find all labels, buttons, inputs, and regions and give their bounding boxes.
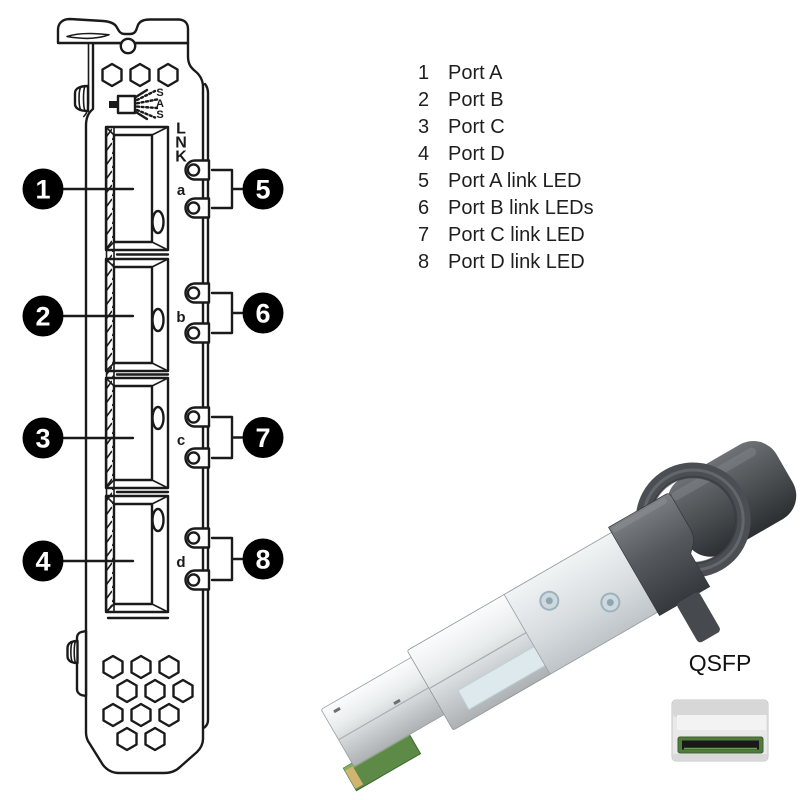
- legend-num: 7: [418, 224, 430, 246]
- sas-icon-horn: [133, 88, 149, 121]
- callout-number: 2: [35, 302, 50, 332]
- callout-circle-2: [22, 295, 64, 337]
- lnk-label: L N K: [175, 121, 187, 166]
- sas-letter: A: [156, 98, 164, 110]
- bottom-screw-knob-detail: [70, 640, 77, 664]
- legend-label: Port D: [448, 143, 505, 165]
- callout-number: 5: [255, 175, 270, 205]
- callout-number: 6: [255, 299, 270, 329]
- port-b-thumbscrew-slot: [151, 307, 165, 333]
- callout-circle-5: [242, 168, 284, 210]
- legend-label: Port C link LED: [448, 224, 585, 246]
- callout-number: 1: [35, 175, 50, 205]
- callout-number: 7: [255, 423, 270, 453]
- legend-num: 8: [418, 251, 430, 273]
- port-c-cage: [104, 376, 170, 490]
- callout-number: 8: [255, 545, 270, 575]
- emi-gasket-lines: [106, 253, 170, 620]
- flange-slot: [66, 32, 110, 40]
- port-d-cage: [104, 494, 170, 614]
- port-a-led-tab: [184, 159, 211, 219]
- callout-bracket-line: [210, 168, 244, 210]
- port-led-tabs: [184, 159, 211, 591]
- bottom-vent-hexagons: [102, 654, 194, 752]
- port-led-letter-a: a: [177, 182, 186, 199]
- bracket-hatch-strip: [105, 126, 115, 613]
- sas-activity-icon: S A S: [109, 87, 164, 121]
- port-d-thumbscrew-slot: [151, 507, 165, 533]
- legend-num: 2: [418, 89, 430, 111]
- qsfp-latch: [608, 493, 720, 643]
- legend-row: 5 Port A link LED: [418, 168, 594, 195]
- callout-bracket-line: [210, 536, 244, 582]
- legend-row: 4 Port D: [418, 141, 594, 168]
- lnk-letter: N: [175, 135, 187, 152]
- legend-label: Port D link LED: [448, 251, 585, 273]
- top-vent-hexagons: [101, 62, 179, 88]
- port-d-led-tab: [184, 527, 211, 591]
- top-screw-knob: [73, 84, 90, 113]
- legend: 1 Port A 2 Port B 3 Port C 4 Port D 5 Port A …: [418, 60, 594, 276]
- card-bracket-diagram: S A S L N K: [22, 17, 284, 775]
- port-c-led-tab: [184, 406, 211, 469]
- legend-num: 3: [418, 116, 430, 138]
- sas-icon-stem: [109, 101, 118, 108]
- callout-circle-3: [22, 417, 64, 459]
- sas-icon-box: [116, 94, 137, 115]
- callout-circle-4: [22, 540, 64, 582]
- flange-screw-hole: [119, 37, 137, 55]
- qsfp-face-slot: [682, 740, 759, 750]
- callout-bracket-line: [210, 291, 244, 335]
- qsfp-latch-arm: [677, 592, 720, 643]
- legend-row: 2 Port B: [418, 87, 594, 114]
- lnk-letter: L: [176, 121, 186, 138]
- left-callouts: 1 2 3 4: [22, 168, 135, 582]
- port-led-letter-d: d: [176, 554, 185, 571]
- callout-circle-7: [242, 417, 284, 458]
- port-b-led-tab: [184, 282, 211, 344]
- callout-number: 3: [35, 424, 50, 454]
- legend-label: Port B: [448, 89, 504, 111]
- legend-num: 1: [418, 62, 430, 84]
- bracket-bottom-tab: [75, 629, 88, 698]
- sas-icon-rays: [135, 89, 159, 119]
- callout-circle-6: [242, 292, 284, 334]
- callout-leader-line: [62, 187, 135, 563]
- bottom-screw-knob: [66, 639, 79, 665]
- top-screw-knob-detail: [78, 85, 86, 112]
- legend-label: Port C: [448, 116, 505, 138]
- port-c-thumbscrew-slot: [151, 405, 165, 431]
- legend-num: 5: [418, 170, 430, 192]
- callout-circle-8: [242, 538, 284, 580]
- qsfp-label: QSFP: [688, 650, 752, 676]
- callout-bracket-line: [210, 415, 244, 460]
- legend-row: 8 Port D link LED: [418, 249, 594, 276]
- lnk-letter: K: [175, 149, 187, 166]
- port-a-thumbscrew-slot: [151, 209, 165, 235]
- legend-row: 6 Port B link LEDs: [418, 195, 594, 222]
- legend-label: Port A link LED: [448, 170, 582, 192]
- qsfp-connector-illustration: [321, 440, 797, 792]
- bracket-top-flange: [56, 17, 190, 45]
- legend-row: 1 Port A: [418, 60, 594, 87]
- sas-letter: S: [156, 109, 163, 121]
- legend-row: 3 Port C: [418, 114, 594, 141]
- callout-number: 4: [35, 547, 50, 577]
- legend-label: Port B link LEDs: [448, 197, 594, 219]
- right-callouts: 5 6 7 8: [210, 168, 284, 582]
- legend-num: 6: [418, 197, 430, 219]
- port-led-letter-c: c: [177, 432, 185, 449]
- legend-row: 7 Port C link LED: [418, 222, 594, 249]
- legend-label: Port A: [448, 62, 503, 84]
- port-led-letter-b: b: [176, 309, 185, 326]
- legend-num: 4: [418, 143, 430, 165]
- qsfp-top-plate: [503, 527, 665, 675]
- sas-letter: S: [156, 87, 163, 99]
- qsfp-face-icon: [671, 699, 769, 762]
- callout-circle-1: [22, 168, 64, 210]
